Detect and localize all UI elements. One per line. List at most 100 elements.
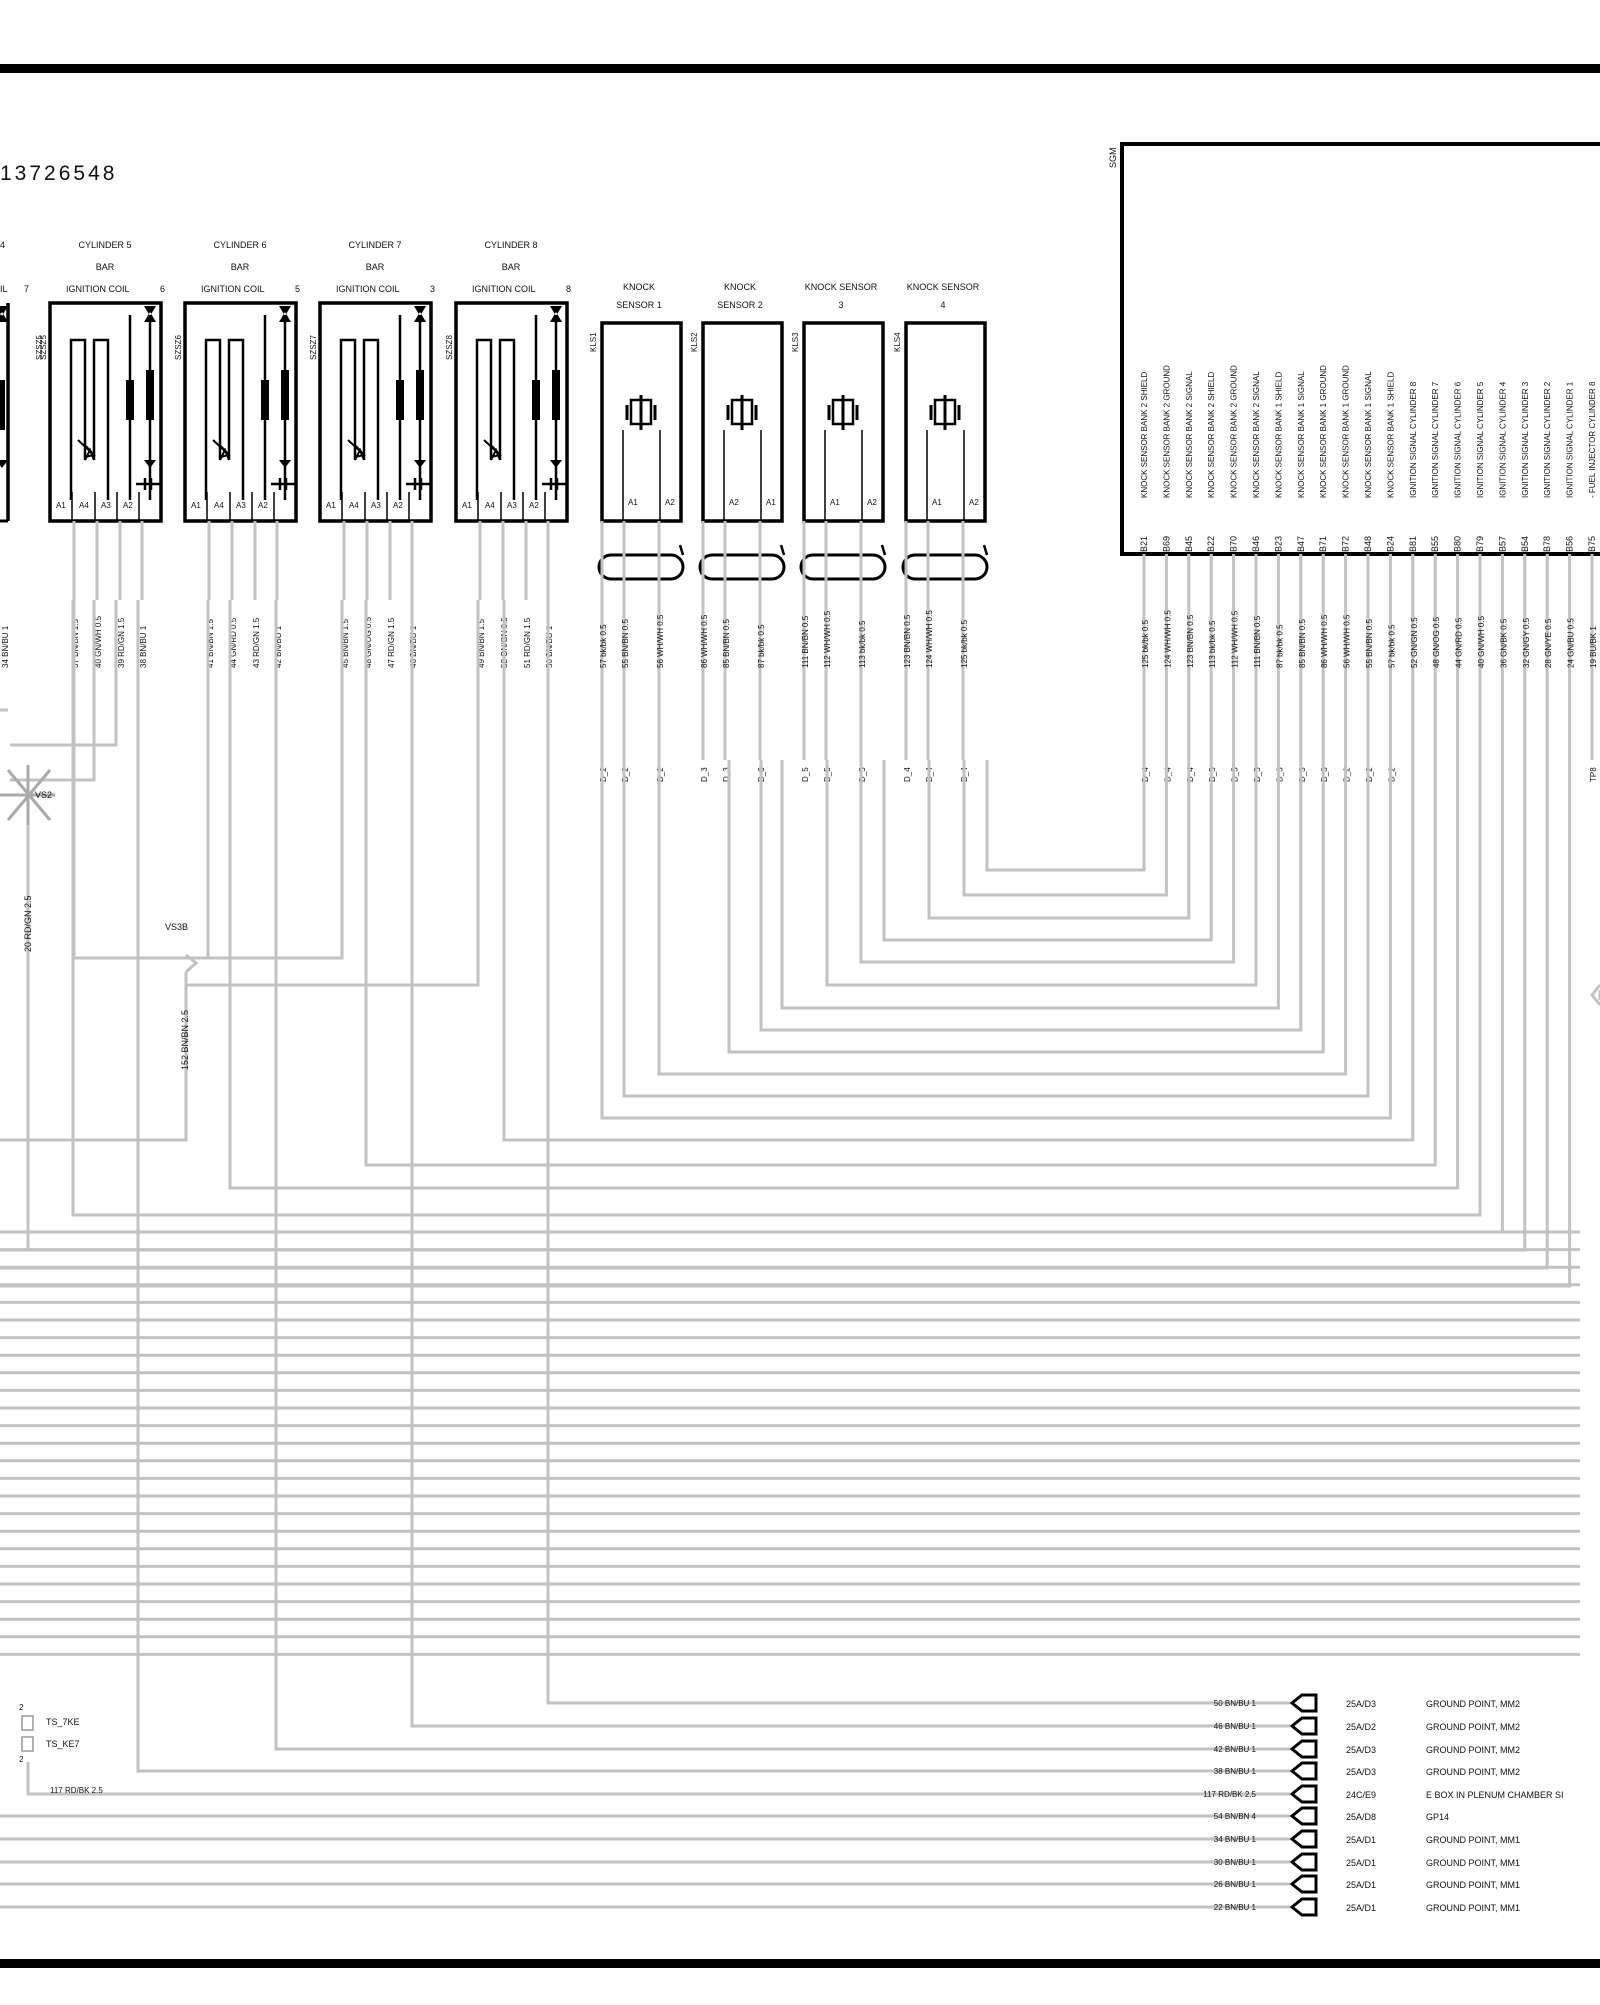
coil-pin: A2 xyxy=(123,501,133,510)
ecu-pin-number: B72 xyxy=(1341,536,1351,552)
coil-number: 5 xyxy=(295,284,300,294)
bottom-border xyxy=(0,1959,1600,1968)
splice-vs2-wire: 20 RD/GN 2.5 xyxy=(23,895,33,952)
ecu-wire-label: 124 WH/WH 0.5 xyxy=(1163,610,1172,668)
coil-pin: A4 xyxy=(214,501,224,510)
coil-pin: A4 xyxy=(485,501,495,510)
ground-wire-label: 50 BN/BU 1 xyxy=(1214,1699,1257,1708)
shield-symbol xyxy=(901,553,989,581)
coil-pin: A2 xyxy=(529,501,539,510)
wire-route xyxy=(546,600,1290,1705)
coil-ref: SZSZ8 xyxy=(445,335,454,360)
ecu-wire-label: 57 bk/bk 0.5 xyxy=(1387,624,1396,668)
wire-route xyxy=(10,600,96,782)
ecu-wire-label: 56 WH/WH 0.5 xyxy=(1343,614,1352,668)
knock-title-1: KNOCK SENSOR xyxy=(907,282,980,292)
ecu-wire-label: 113 bk/bk 0.5 xyxy=(1208,620,1217,668)
ecu-pin-function: IGNITION SIGNAL CYLINDER 3 xyxy=(1521,381,1530,498)
coil-symbol xyxy=(339,306,430,500)
wire-route xyxy=(0,760,1549,1270)
coil-ref: SZSZ7 xyxy=(309,335,318,360)
wire-route xyxy=(0,972,188,1142)
ground-wire-label: 22 BN/BU 1 xyxy=(1214,1903,1257,1912)
coil-wire-label: 49 BN/BN 1.5 xyxy=(477,619,486,668)
ecu-wire-label: 44 GN/RD 0.5 xyxy=(1455,617,1464,668)
knock-wire-label: 56 WH/WH 0.5 xyxy=(656,614,665,668)
ecu-wire-label: 36 GN/BK 0.5 xyxy=(1499,618,1508,668)
ecu-wire-label: 40 GN/WH 0.5 xyxy=(1477,615,1486,668)
knock-pin: A2 xyxy=(969,498,979,507)
knock-title-1: KNOCK SENSOR xyxy=(805,282,878,292)
ecu-wire-label: 48 GN/OG 0.5 xyxy=(1432,616,1441,668)
coil-pin: A1 xyxy=(326,501,336,510)
connector-icon xyxy=(1289,1874,1318,1894)
tp-b: TS_KE7 xyxy=(46,1739,80,1749)
wire-route xyxy=(985,760,1146,872)
ground-desc: GROUND POINT, MM2 xyxy=(1426,1722,1520,1732)
ground-desc: GROUND POINT, MM1 xyxy=(1426,1880,1520,1890)
wire-route xyxy=(759,760,1303,1032)
knock-title-1: KNOCK xyxy=(623,282,655,292)
coil-ref: SZSZ5 xyxy=(39,335,48,360)
shield-symbol xyxy=(799,553,887,581)
ecu-pin-function: IGNITION SIGNAL CYLINDER 2 xyxy=(1543,381,1552,498)
knock-pin: A2 xyxy=(665,498,675,507)
ecu-wire-label: 123 BN/BN 0.5 xyxy=(1186,614,1195,668)
connector-icon xyxy=(1289,1897,1318,1917)
ecu-pin-number: B80 xyxy=(1453,536,1463,552)
ground-ref: 25A/D3 xyxy=(1346,1699,1376,1709)
ecu-pin-number: B23 xyxy=(1273,536,1283,552)
knock-wire-label: 55 BN/BN 0.5 xyxy=(621,619,630,668)
ecu-pin-number: B81 xyxy=(1408,536,1418,552)
ecu-wire-label: 111 BN/BN 0.5 xyxy=(1253,615,1262,668)
ground-wire-label: 38 BN/BU 1 xyxy=(1214,1767,1257,1776)
knock-title-2: SENSOR 1 xyxy=(616,300,662,310)
knock-pin: A2 xyxy=(867,498,877,507)
coil-wire-label: 41 BN/BN 1.5 xyxy=(206,619,215,668)
ground-wire-label: 26 BN/BU 1 xyxy=(1214,1880,1257,1889)
connector-icon xyxy=(1289,1784,1318,1804)
ecu-pin-function: KNOCK SENSOR BANK 1 GROUND xyxy=(1342,365,1351,498)
coil-pin: A4 xyxy=(79,501,89,510)
coil-pin: A2 xyxy=(258,501,268,510)
ecu-wire-label: 52 GN/GN 0.5 xyxy=(1410,617,1419,668)
knock-pin: A1 xyxy=(766,498,776,507)
connector-icon xyxy=(1289,1761,1318,1781)
coil-wire-label: 44 GN/RD 0.5 xyxy=(229,617,238,668)
wire-route xyxy=(26,1762,1290,1796)
ecu-wire-label: 32 GN/GY 0.5 xyxy=(1522,617,1531,668)
coil-pin: A2 xyxy=(393,501,403,510)
coil-pin: A3 xyxy=(236,501,246,510)
wire-route xyxy=(600,760,1392,1120)
ground-ref: 25A/D3 xyxy=(1346,1745,1376,1755)
ecu-pin-number: B54 xyxy=(1520,536,1530,552)
coil-bar: BAR xyxy=(96,262,115,272)
coil-pin: A4 xyxy=(349,501,359,510)
coil-wire-label: 51 RD/GN 1.5 xyxy=(523,617,532,668)
knock-pin: A1 xyxy=(830,498,840,507)
coil-title: CYLINDER 6 xyxy=(213,240,266,250)
ecu-pin-number: B57 xyxy=(1497,536,1507,552)
ground-desc: GROUND POINT, MM1 xyxy=(1426,1858,1520,1868)
ecu-wire-label: 28 GN/YE 0.5 xyxy=(1544,618,1553,668)
connector-icon xyxy=(1289,1739,1318,1759)
ecu-pin-number: B75 xyxy=(1587,536,1597,552)
ground-ref: 25A/D1 xyxy=(1346,1858,1376,1868)
wire-route xyxy=(71,600,1482,1217)
coil-wire-label: 40 GN/WH 0.5 xyxy=(94,615,103,668)
partial-coil-tail: IL xyxy=(0,284,8,294)
coil-symbol xyxy=(204,306,295,500)
coil-pin: A1 xyxy=(462,501,472,510)
